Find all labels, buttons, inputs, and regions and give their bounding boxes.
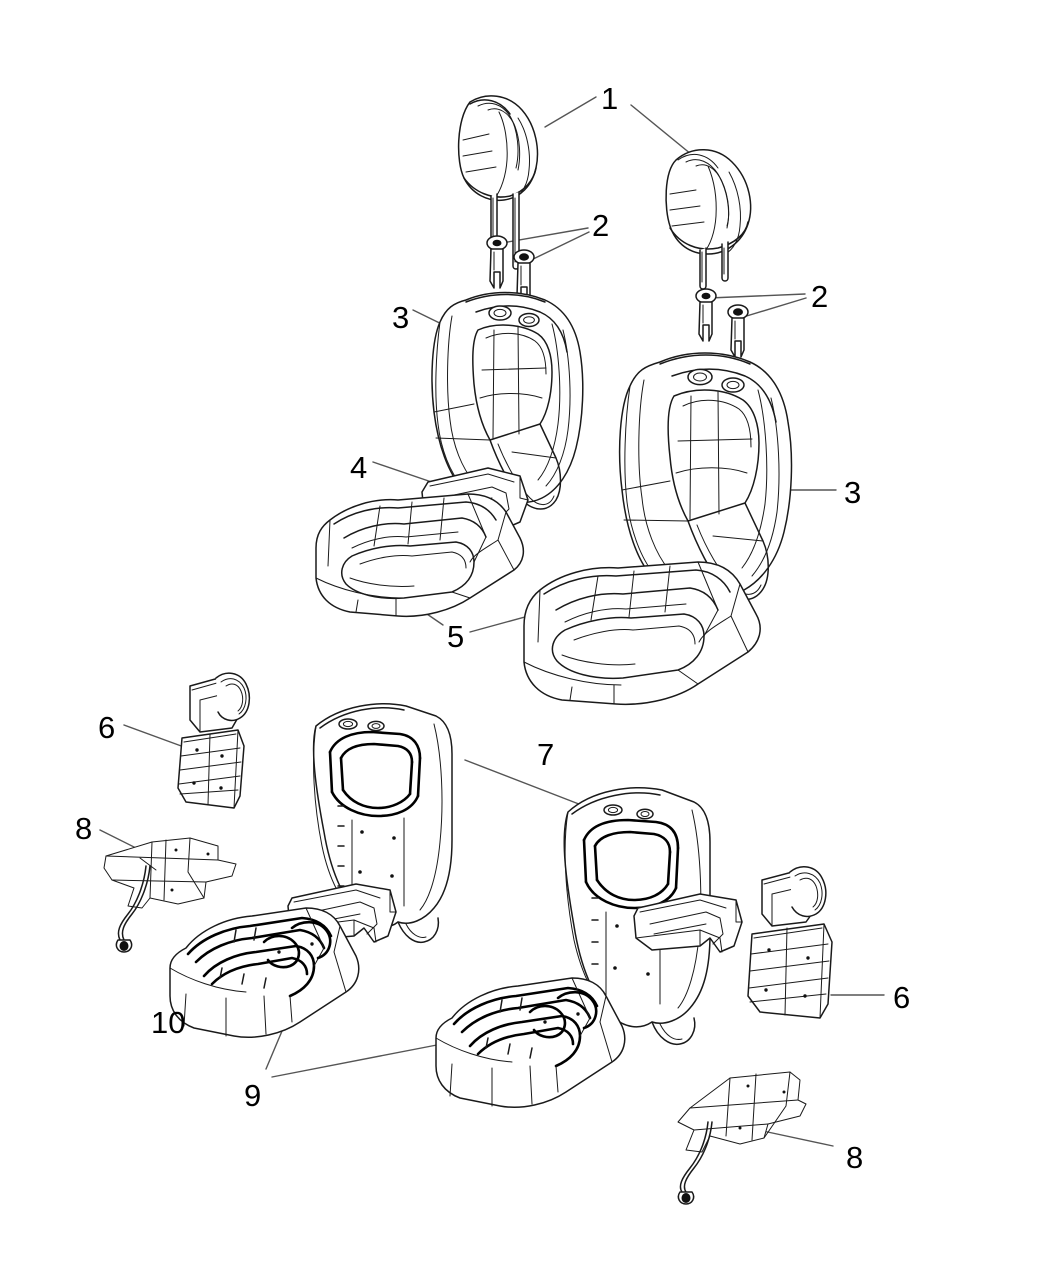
seat-back-foam-left [312, 703, 453, 944]
seat-cushion-cover-left [315, 493, 525, 618]
guide-sleeve-right-a [695, 288, 717, 342]
callout-8-left: 8 [75, 811, 93, 846]
seat-cushion-foam-center [435, 977, 626, 1108]
cushion-shield-center [633, 893, 743, 953]
callout-2-right: 2 [811, 279, 829, 314]
callout-4: 4 [350, 450, 368, 485]
seat-cushion-heater-element-right [677, 1071, 807, 1205]
seat-cushion-cover-right [523, 561, 761, 706]
callout-5: 5 [447, 619, 465, 654]
seat-back-heater-element-left [103, 837, 237, 953]
callout-6-right: 6 [893, 980, 911, 1015]
callout-8-right: 8 [846, 1140, 864, 1175]
seat-back-cover-right [618, 352, 793, 601]
guide-sleeve-right-b [727, 304, 749, 358]
seat-back-panel-right [747, 866, 833, 1019]
seat-back-cover-left [431, 291, 584, 510]
callout-2-left: 2 [592, 208, 610, 243]
callout-1: 1 [601, 81, 619, 116]
callout-10: 10 [151, 1005, 186, 1040]
seat-back-panel-left [177, 672, 251, 809]
callout-9: 9 [244, 1078, 262, 1113]
head-restraint-right [665, 149, 752, 290]
callout-6-left: 6 [98, 710, 116, 745]
seat-cushion-foam-left [169, 907, 360, 1038]
callout-7: 7 [537, 737, 555, 772]
callout-3-right: 3 [844, 475, 862, 510]
guide-sleeve-left-a [486, 235, 508, 289]
callout-3-left: 3 [392, 300, 410, 335]
